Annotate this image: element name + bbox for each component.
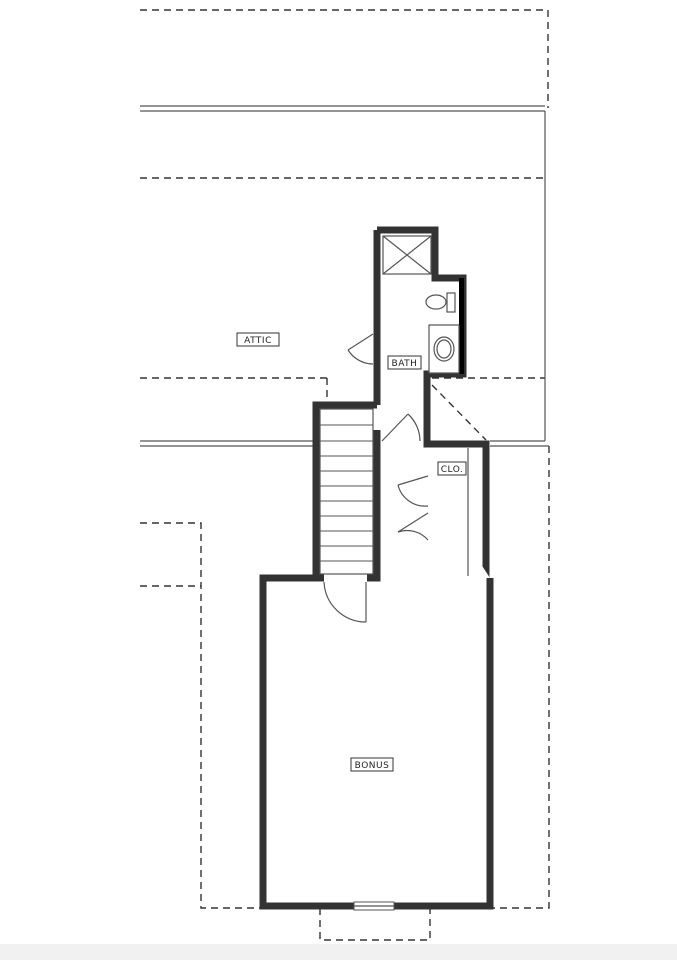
door-closet xyxy=(397,475,429,541)
door-bath xyxy=(381,413,421,442)
wall-cabinet xyxy=(459,278,464,374)
footer-band xyxy=(0,944,677,960)
staircase xyxy=(319,408,374,575)
label-closet: CLO. xyxy=(437,461,467,476)
toilet xyxy=(425,292,456,313)
closet-label: CLO. xyxy=(441,465,464,475)
label-attic: ATTIC xyxy=(236,332,280,347)
label-bath: BATH xyxy=(387,355,422,370)
bath-label: BATH xyxy=(392,359,418,369)
attic-label: ATTIC xyxy=(244,336,272,346)
shower xyxy=(382,235,432,275)
vanity xyxy=(428,324,460,374)
label-bonus: BONUS xyxy=(350,757,394,772)
door-stair xyxy=(323,581,367,623)
door-attic xyxy=(347,333,374,365)
window xyxy=(353,901,395,911)
attic-outline xyxy=(140,105,549,447)
bonus-label: BONUS xyxy=(355,761,390,771)
